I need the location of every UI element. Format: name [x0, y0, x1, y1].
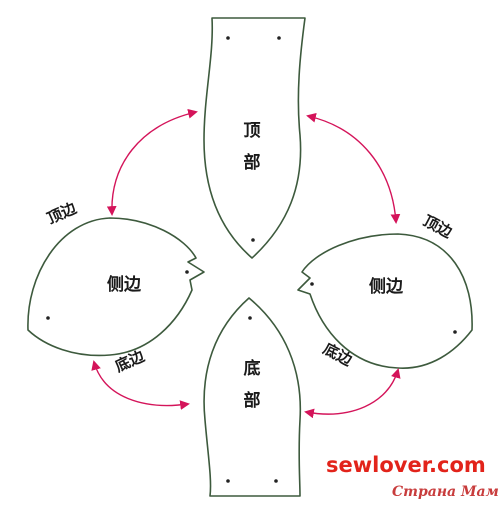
- bottom-piece-label-2: 部: [244, 390, 261, 411]
- brand-text: sewlover.com: [326, 453, 486, 477]
- left-side-piece: 侧边: [27, 217, 205, 357]
- arrow-top-right: [306, 112, 401, 224]
- top-piece-label-2: 部: [244, 152, 261, 173]
- arrow-top-left: [106, 109, 198, 216]
- top-piece-label-1: 顶: [244, 121, 261, 141]
- bottom-piece: 底 部: [203, 297, 302, 497]
- arrow-bottom-left: [91, 360, 190, 410]
- watermark-text: Страна Мам: [392, 484, 499, 500]
- right-top-edge-label: 顶边: [420, 212, 456, 242]
- right-side-piece: 侧边: [297, 233, 473, 369]
- top-piece: 顶 部: [203, 17, 306, 259]
- left-top-edge-label: 顶边: [44, 199, 80, 228]
- left-side-piece-label: 侧边: [107, 274, 142, 295]
- arrow-bottom-right: [304, 368, 401, 419]
- right-side-piece-label: 侧边: [369, 276, 404, 297]
- bottom-piece-label-1: 底: [244, 358, 261, 379]
